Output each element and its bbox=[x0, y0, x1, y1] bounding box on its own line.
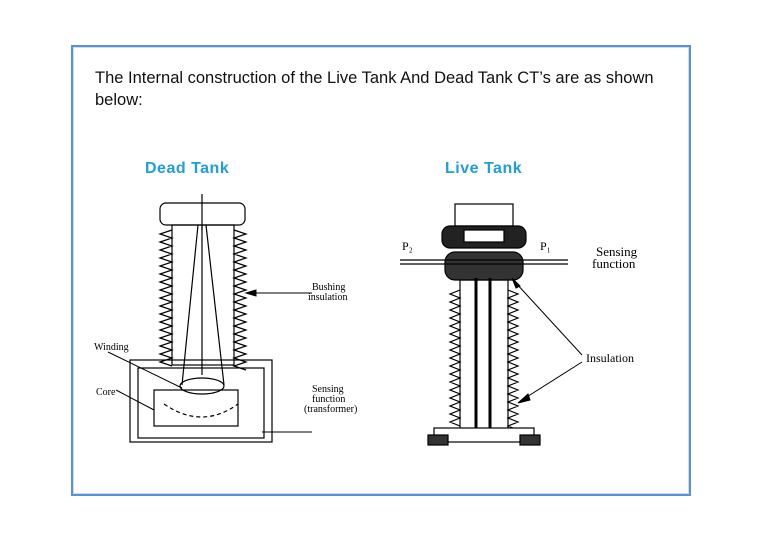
live-sensing-label-1: Sensing bbox=[596, 244, 638, 259]
p2-label: P₂ bbox=[402, 239, 413, 253]
sensing-label-2: function bbox=[312, 394, 345, 405]
winding-label: Winding bbox=[94, 342, 129, 353]
sensing-label-1: Sensing bbox=[312, 384, 344, 395]
live-tank-heading: Live Tank bbox=[445, 160, 523, 177]
dead-tank-sheds bbox=[158, 229, 248, 371]
dead-tank-enclosure bbox=[129, 359, 273, 443]
dead-tank-heading: Dead Tank bbox=[145, 160, 230, 177]
dead-tank-diagram: Bushing insulation Winding Core Sensing … bbox=[94, 194, 357, 443]
intro-text: The Internal construction of the Live Ta… bbox=[95, 69, 654, 109]
bushing-label-2: insulation bbox=[308, 292, 347, 303]
live-sensing-label-2: function bbox=[592, 256, 636, 271]
bushing-label-1: Bushing bbox=[312, 282, 345, 293]
live-tank-column bbox=[459, 279, 509, 431]
core-label: Core bbox=[96, 387, 116, 398]
p1-label: P₁ bbox=[540, 239, 551, 253]
dead-tank-bushing bbox=[171, 224, 235, 366]
live-tank-base bbox=[433, 427, 535, 443]
insulation-label: Insulation bbox=[586, 351, 634, 365]
dead-tank-core bbox=[153, 389, 239, 427]
slide-frame bbox=[71, 45, 691, 496]
live-tank-sheds bbox=[448, 289, 520, 431]
live-tank-head-top bbox=[454, 203, 514, 227]
sensing-label-3: (transformer) bbox=[304, 404, 357, 415]
live-tank-diagram: P₂ P₁ Sensing function Insulation bbox=[400, 203, 638, 446]
